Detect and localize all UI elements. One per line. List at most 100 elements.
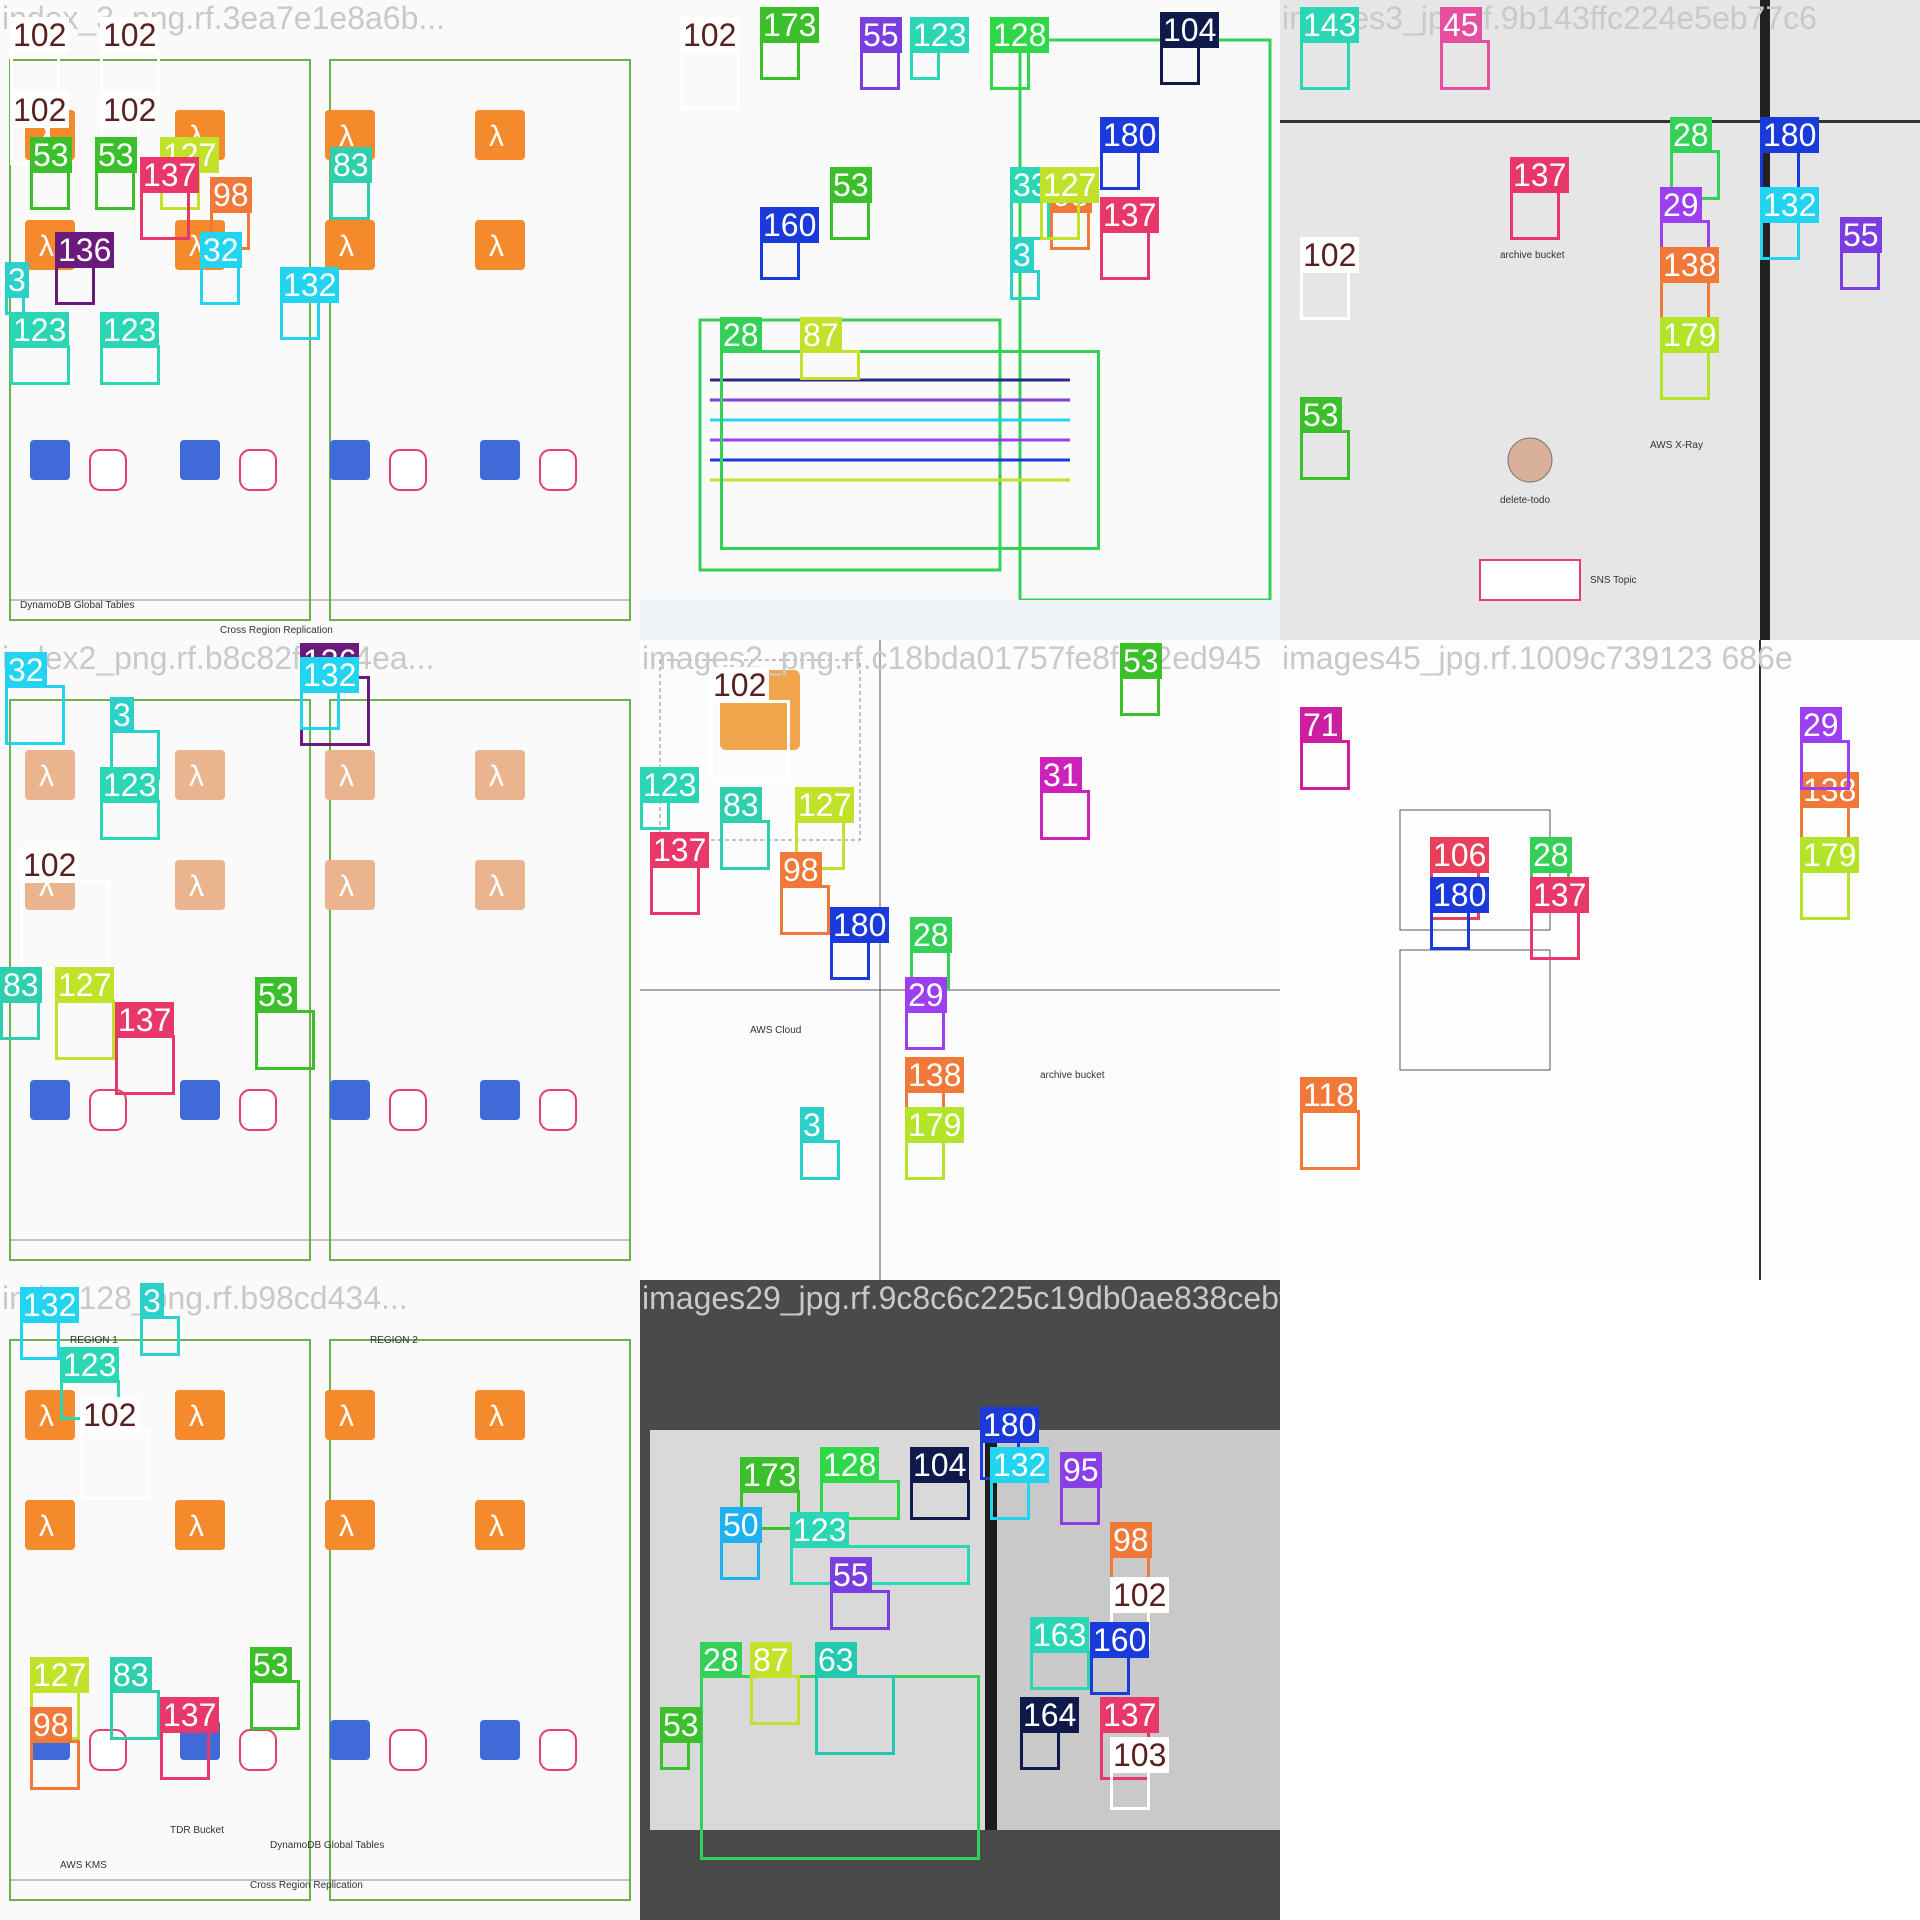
detection-label: 180 [1100,117,1160,153]
detection-label: 83 [720,787,762,823]
svg-text:λ: λ [339,230,354,263]
detection-box: 98 [780,852,830,935]
detection-label: 53 [1120,643,1162,679]
detection-box: 53 [95,137,137,210]
detection-box: 173 [760,7,820,80]
detection-label: 53 [250,1647,292,1683]
svg-text:λ: λ [189,870,204,903]
detection-label: 102 [1300,237,1360,273]
detection-box: 53 [830,167,872,240]
detection-box: 138 [1800,772,1860,855]
detection-label: 53 [660,1707,702,1743]
diagram-caption: DynamoDB Global Tables [270,1840,385,1851]
detection-label: 132 [20,1287,80,1323]
svg-text:λ: λ [489,1400,504,1433]
detection-box: 132 [280,267,340,340]
detection-label: 50 [720,1507,762,1543]
detection-label: 28 [1670,117,1712,153]
detection-label: 123 [640,767,700,803]
detection-label: 83 [330,147,372,183]
detection-label: 123 [910,17,970,53]
detection-label: 163 [1030,1617,1090,1653]
detection-box: 53 [255,977,315,1070]
detection-box: 104 [1160,12,1220,85]
detection-label: 53 [95,137,137,173]
detection-box: 83 [0,967,42,1040]
detection-box: 102 [710,667,790,780]
svg-text:λ: λ [39,1510,54,1543]
detection-box: 143 [1300,7,1360,90]
detection-label: 137 [650,832,710,868]
image-tile: 1021735512312810418016013798288753331273 [640,0,1280,640]
detection-box: 53 [1300,397,1350,480]
detection-label: 136 [55,232,115,268]
tile-diagram-sketch [640,38,1280,640]
detection-label: 104 [910,1447,970,1483]
detection-box: 138 [1660,247,1720,330]
detection-label: 128 [820,1447,880,1483]
detection-box: 132 [1760,187,1820,260]
detection-label: 123 [100,767,160,803]
image-tile: images29_jpg.rf.9c8c6c225c19db0ae838cebf… [640,1280,1280,1920]
detection-label: 98 [30,1707,72,1743]
detection-box: 160 [760,207,820,280]
detection-label: 3 [1010,237,1034,273]
svg-text:λ: λ [39,230,54,263]
detection-label: 180 [830,907,890,943]
tile-diagram-sketch [1280,0,1920,640]
detection-box: 123 [640,767,700,830]
detection-label: 53 [830,167,872,203]
detection-label: 160 [1090,1622,1150,1658]
detection-box: 137 [115,1002,175,1095]
detection-label: 137 [140,157,200,193]
svg-text:λ: λ [489,1510,504,1543]
tile-diagram-sketch [1280,640,1920,1280]
detection-label: 87 [800,317,842,353]
detection-box: 53 [250,1647,300,1730]
detection-box: 29 [1800,707,1850,790]
detection-label: 98 [210,177,252,213]
detection-label: 102 [710,667,770,703]
diagram-caption: REGION 1 [70,1335,118,1346]
detection-label: 53 [1300,397,1342,433]
detection-box: 53 [660,1707,702,1770]
svg-text:λ: λ [189,760,204,793]
detection-box: 137 [650,832,710,915]
detection-label: 143 [1300,7,1360,43]
detection-box: 83 [110,1657,160,1740]
diagram-caption: AWS X-Ray [1650,440,1703,451]
detection-label: 28 [700,1642,742,1678]
detection-box: 3 [1010,237,1040,300]
detection-box: 95 [1060,1452,1102,1525]
detection-box: 98 [30,1707,80,1790]
detection-box: 137 [160,1697,220,1780]
detection-label: 102 [680,17,740,53]
detection-label: 123 [790,1512,850,1548]
detection-label: 132 [1760,187,1820,223]
detection-label: 173 [740,1457,800,1493]
detection-label: 55 [860,17,902,53]
detection-box: 180 [1760,117,1820,190]
detection-box: 102 [680,17,740,110]
svg-text:λ: λ [189,1400,204,1433]
detection-label: 180 [1760,117,1820,153]
detection-box: 71 [1300,707,1350,790]
detection-label: 53 [255,977,297,1013]
diagram-caption: archive bucket [1040,1070,1105,1081]
detection-box: 45 [1440,7,1490,90]
detection-box: 132 [300,657,360,730]
detection-label: 137 [160,1697,220,1733]
detection-label: 102 [100,17,160,53]
detection-label: 138 [905,1057,965,1093]
detection-box: 179 [905,1107,965,1180]
detection-label: 98 [780,852,822,888]
detection-box: 53 [30,137,72,210]
detection-label: 45 [1440,7,1482,43]
detection-label: 127 [30,1657,90,1693]
tile-diagram-sketch [640,640,1280,1280]
svg-text:λ: λ [339,760,354,793]
